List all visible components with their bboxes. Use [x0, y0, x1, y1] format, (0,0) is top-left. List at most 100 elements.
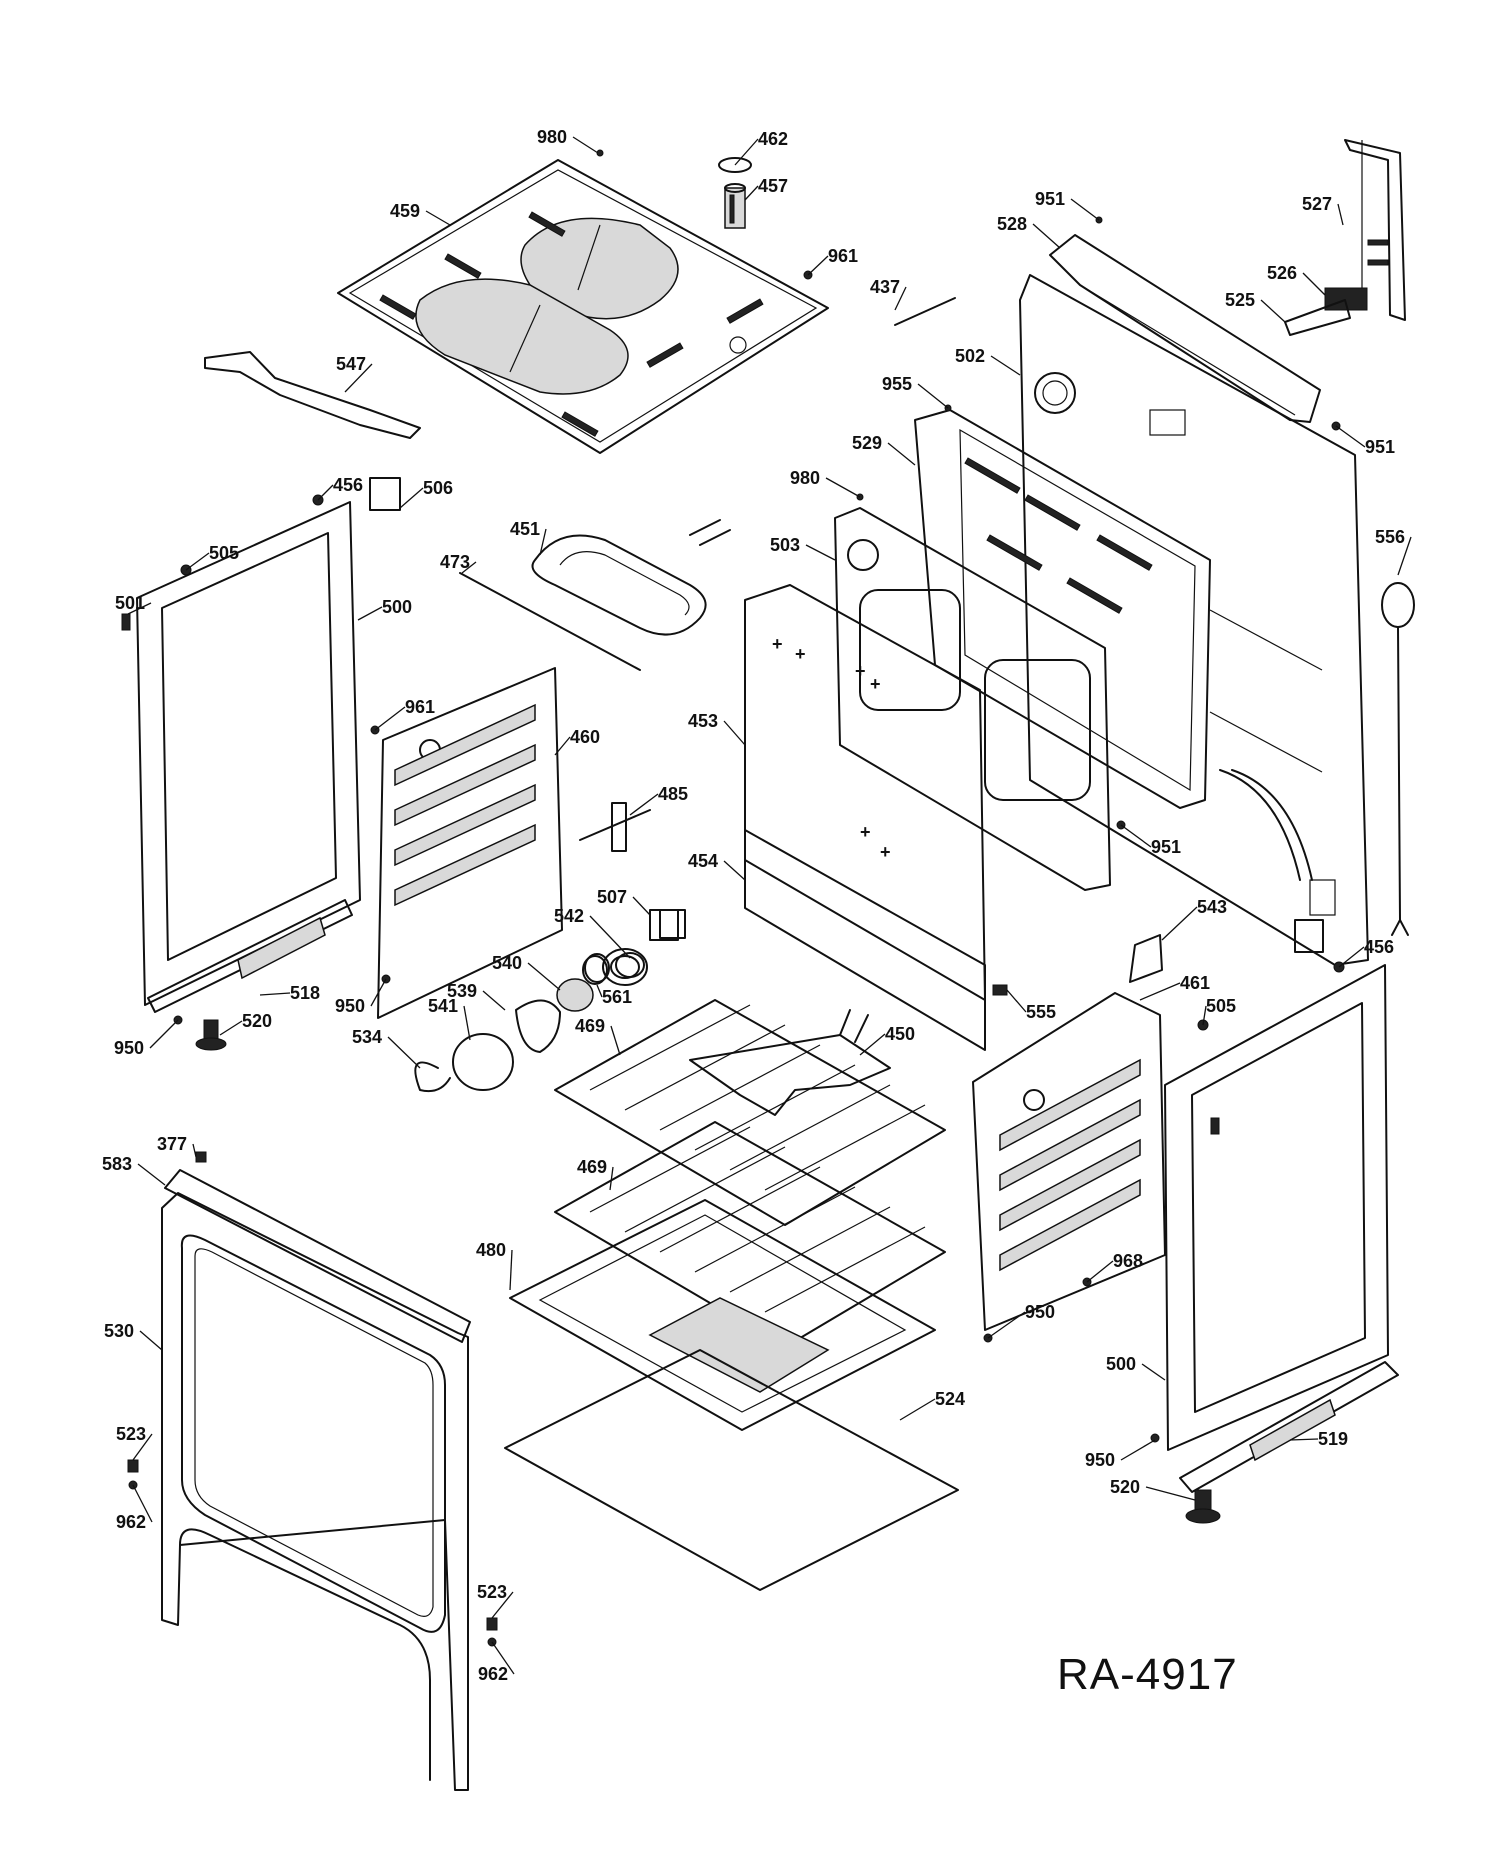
callout-label: 519	[1318, 1429, 1348, 1449]
leader-line	[805, 544, 836, 561]
callout-label: 524	[935, 1389, 965, 1409]
callout-label: 950	[114, 1038, 144, 1058]
leader-line	[185, 552, 210, 571]
callout-label: 529	[852, 433, 882, 453]
leader-line	[192, 1143, 197, 1158]
bake-element-part	[689, 1009, 891, 1116]
leader-line	[1145, 1486, 1196, 1501]
callout-label: 528	[997, 214, 1027, 234]
callout-label: 469	[577, 1157, 607, 1177]
power-cord-part	[1381, 582, 1415, 936]
gasket-561-part	[584, 953, 610, 983]
leader-line	[425, 210, 451, 226]
leader-line	[894, 286, 907, 311]
leader-line	[461, 561, 477, 574]
callout-label: 950	[1085, 1450, 1115, 1470]
lamp-cover-507-part	[649, 909, 679, 941]
callout-label: 962	[116, 1512, 146, 1532]
leader-line	[1120, 824, 1152, 848]
leader-line	[734, 138, 759, 166]
leader-line	[917, 383, 949, 409]
leader-line	[137, 1163, 166, 1186]
callout-label: 505	[1206, 996, 1236, 1016]
callout-label: 461	[1180, 973, 1210, 993]
clip-456-right-part	[1294, 919, 1324, 953]
svg-text:+: +	[870, 674, 881, 694]
callout-label: 534	[352, 1027, 382, 1047]
side-shield-left-part	[377, 667, 563, 1019]
leader-line	[899, 1398, 936, 1421]
side-panel-left-part	[136, 501, 361, 1006]
front-trim-part	[164, 1169, 471, 1343]
leader-line	[589, 915, 631, 959]
oven-rack-lower-part	[554, 1121, 946, 1348]
leader-line	[344, 363, 373, 393]
callout-label: 968	[1113, 1251, 1143, 1271]
backguard-527-part	[1344, 139, 1406, 321]
clip-501-part	[121, 613, 131, 631]
leader-line	[629, 793, 659, 816]
svg-text:+: +	[795, 644, 806, 664]
bottom-plate-524-part	[504, 1349, 959, 1591]
callout-label: 527	[1302, 194, 1332, 214]
leader-line	[1139, 982, 1181, 1001]
leader-line	[887, 442, 916, 466]
callout-label: 542	[554, 906, 584, 926]
bar-473-part	[459, 572, 641, 671]
leader-line	[1032, 223, 1061, 249]
callout-label: 459	[390, 201, 420, 221]
callout-label: 961	[828, 246, 858, 266]
svg-text:+: +	[772, 634, 783, 654]
leader-line	[1161, 906, 1198, 941]
callout-label: 951	[1151, 837, 1181, 857]
leader-line	[539, 528, 547, 556]
switch-part	[1284, 287, 1368, 336]
leader-line	[807, 255, 829, 276]
leader-line	[825, 477, 861, 498]
callout-label: 543	[1197, 897, 1227, 917]
leader-line	[1397, 536, 1412, 576]
leader-line	[610, 1025, 621, 1056]
clip-523-left-part	[127, 1459, 139, 1473]
callout-label: 460	[570, 727, 600, 747]
leader-line	[744, 185, 759, 201]
leader-line	[1289, 1438, 1319, 1441]
rear-panel-part	[1019, 274, 1369, 966]
side-panel-right-part	[1164, 964, 1389, 1451]
leader-line	[1006, 989, 1027, 1013]
leader-line	[219, 1020, 243, 1036]
callout-label: 540	[492, 953, 522, 973]
callout-label: 451	[510, 519, 540, 539]
leader-line	[259, 992, 291, 996]
leader-line	[632, 896, 651, 916]
callout-label: 473	[440, 552, 470, 572]
leader-line	[509, 1249, 513, 1291]
callout-label: 980	[537, 127, 567, 147]
leveler-foot-right-part	[1185, 1489, 1221, 1524]
clip-377-part	[195, 1151, 207, 1163]
leader-line	[527, 962, 561, 991]
callout-label: 485	[658, 784, 688, 804]
cooktop-glass-part	[337, 159, 829, 454]
callout-label: 955	[882, 374, 912, 394]
rod-437-part	[894, 297, 956, 326]
callout-label: 961	[405, 697, 435, 717]
leader-line	[482, 990, 506, 1011]
leader-line	[554, 736, 571, 756]
leader-line	[491, 1641, 515, 1675]
callout-label: 555	[1026, 1002, 1056, 1022]
callout-label: 541	[428, 996, 458, 1016]
oven-bottom-part	[509, 1199, 936, 1431]
callout-label: 950	[335, 996, 365, 1016]
callout-label: 951	[1035, 189, 1065, 209]
leader-line	[987, 1311, 1026, 1339]
callout-label: 507	[597, 887, 627, 907]
svg-text:+: +	[860, 822, 871, 842]
broil-element-part	[531, 519, 731, 636]
leader-line	[1070, 198, 1100, 221]
leveler-foot-left-part	[195, 1019, 227, 1051]
callout-label: 501	[115, 593, 145, 613]
callout-label: 520	[1110, 1477, 1140, 1497]
callout-label: 520	[242, 1011, 272, 1031]
